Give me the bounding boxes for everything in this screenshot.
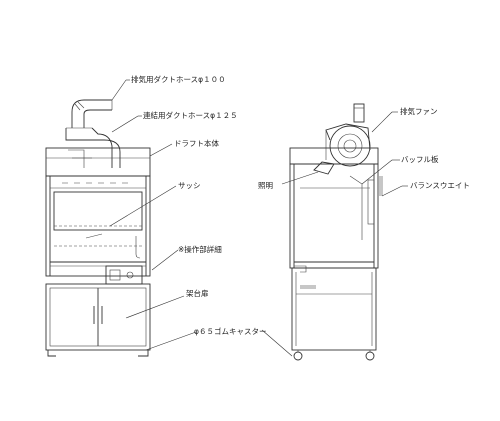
label-caster: φ６５ゴムキャスター bbox=[194, 326, 266, 336]
label-stand-door: 架台扉 bbox=[186, 288, 209, 298]
label-exhaust-hose: 排気用ダクトホースφ１００ bbox=[131, 74, 226, 84]
stand-cabinet bbox=[45, 283, 151, 357]
front-view bbox=[45, 79, 197, 357]
label-operation-note: ※操作部詳細 bbox=[178, 244, 222, 254]
label-draft-body: ドラフト本体 bbox=[174, 138, 219, 148]
work-surface bbox=[50, 261, 146, 285]
label-exhaust-fan: 排気ファン bbox=[400, 106, 438, 116]
side-view bbox=[261, 103, 408, 361]
label-balance-weight: バランスウエイト bbox=[410, 181, 470, 190]
label-lighting: 照明 bbox=[258, 181, 273, 190]
side-body bbox=[289, 147, 383, 273]
label-connect-hose: 連結用ダクトホースφ１２５ bbox=[143, 110, 238, 120]
label-baffle: バッフル板 bbox=[401, 154, 439, 164]
exhaust-fan bbox=[325, 103, 371, 167]
exhaust-duct-hose bbox=[71, 99, 113, 128]
sash bbox=[53, 191, 143, 259]
label-sash: サッシ bbox=[178, 181, 201, 190]
draft-body bbox=[45, 147, 151, 277]
side-cabinet bbox=[291, 267, 377, 361]
